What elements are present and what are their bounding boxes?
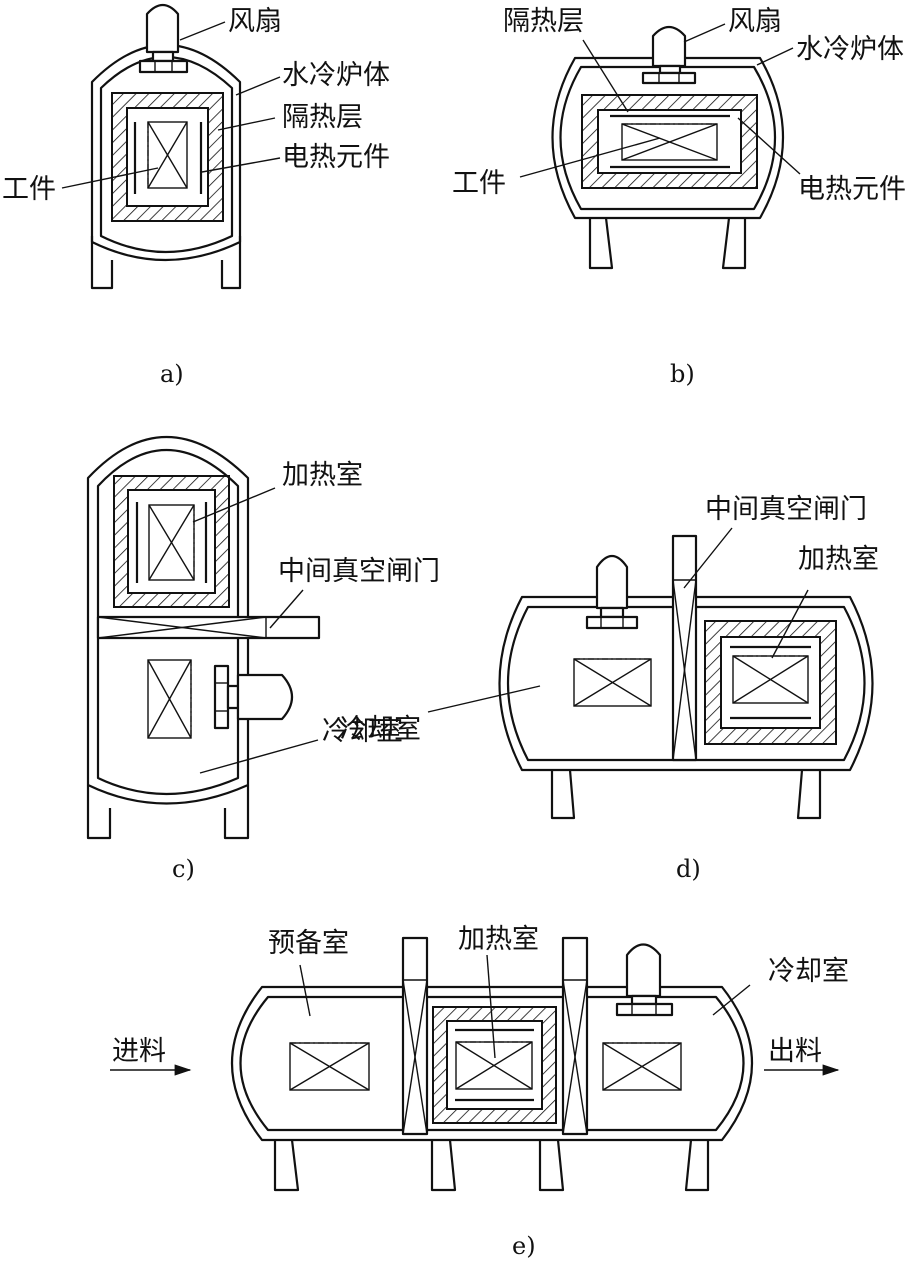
fan-icon xyxy=(213,664,294,730)
feed-in-label: 进料 xyxy=(112,1036,166,1067)
workpiece-icon xyxy=(602,1042,682,1091)
figure-c: 加热室 中间真空闸门 冷却室 c) xyxy=(86,436,440,883)
furnace-body-outer xyxy=(551,56,785,220)
fan-icon xyxy=(615,943,674,1017)
figure-d: 中间真空闸门 加热室 冷却室 d) xyxy=(340,494,879,883)
furnace-leg-right xyxy=(796,769,822,820)
furnace-leg-right xyxy=(721,217,747,270)
caption-e: e) xyxy=(512,1232,536,1260)
furnace-body-inner xyxy=(239,995,745,1132)
furnace-leg-left xyxy=(550,769,576,820)
workpiece-label: 工件 xyxy=(452,168,506,199)
heating-chamber-insulation xyxy=(432,1006,557,1124)
body-label: 水冷炉体 xyxy=(796,34,904,65)
prep-chamber-label: 预备室 xyxy=(268,928,349,959)
caption-c: c) xyxy=(172,855,195,883)
furnace-body-inner xyxy=(96,448,240,796)
heating-chamber-insulation xyxy=(704,620,837,745)
heating-chamber-label: 加热室 xyxy=(282,460,363,491)
workpiece-icon xyxy=(289,1042,370,1091)
workpiece-icon xyxy=(147,121,188,189)
furnace-body-inner xyxy=(99,56,234,254)
cooling-chamber-label: 冷却室 xyxy=(340,714,421,745)
workpiece-label: 工件 xyxy=(2,174,56,205)
vacuum-gate xyxy=(96,615,321,640)
insulation-label: 隔热层 xyxy=(503,6,584,37)
furnace-body-outer xyxy=(230,985,754,1142)
vacuum-gate-left xyxy=(401,936,429,1136)
figure-a: 风扇 水冷炉体 隔热层 电热元件 工件 a) xyxy=(2,3,390,388)
furnace-leg-right xyxy=(220,236,242,290)
fan-icon xyxy=(641,25,697,85)
furnace-body-outer xyxy=(498,595,874,772)
furnace-leg-left xyxy=(588,217,614,270)
body-label: 水冷炉体 xyxy=(282,60,390,91)
heating-chamber-label: 加热室 xyxy=(458,924,539,955)
caption-b: b) xyxy=(670,360,695,388)
cooling-chamber-label: 冷却室 xyxy=(768,956,849,987)
feed-out-label: 出料 xyxy=(768,1036,822,1067)
cooling-chamber-label: 冷却室 xyxy=(322,716,403,747)
vacuum-gate-label: 中间真空闸门 xyxy=(278,556,440,587)
heater-label: 电热元件 xyxy=(798,174,906,205)
insulation-layer xyxy=(581,94,758,189)
furnace-body-outer xyxy=(86,436,250,805)
furnace-body-outer xyxy=(90,43,242,261)
vacuum-gate-right xyxy=(561,936,589,1136)
insulation-layer xyxy=(111,92,224,222)
vacuum-gate-label: 中间真空闸门 xyxy=(705,494,867,525)
furnace-body-inner xyxy=(559,65,776,211)
furnace-leg-4 xyxy=(684,1139,710,1192)
heating-chamber-label: 加热室 xyxy=(798,544,879,575)
workpiece-icon xyxy=(573,658,652,707)
fan-icon xyxy=(138,3,189,74)
workpiece-icon xyxy=(148,504,195,581)
vacuum-gate xyxy=(671,534,698,762)
workpiece-icon xyxy=(732,655,809,704)
caption-d: d) xyxy=(676,855,701,883)
furnace-leg-1 xyxy=(273,1139,300,1192)
fan-label: 风扇 xyxy=(228,6,282,37)
insulation-label: 隔热层 xyxy=(282,102,363,133)
furnace-leg-right xyxy=(223,785,250,840)
workpiece-icon xyxy=(147,659,192,739)
figure-b: 隔热层 风扇 水冷炉体 工件 电热元件 b) xyxy=(452,6,906,388)
furnace-leg-left xyxy=(90,236,114,290)
heater-label: 电热元件 xyxy=(282,142,390,173)
fan-label: 风扇 xyxy=(728,6,782,37)
heating-chamber-insulation xyxy=(113,475,230,608)
fan-icon xyxy=(585,554,639,630)
furnace-body-inner xyxy=(507,605,866,762)
workpiece-icon xyxy=(621,123,718,161)
figure-e: 预备室 加热室 冷却室 进料 出料 e) xyxy=(110,924,849,1260)
furnace-leg-3 xyxy=(538,1139,565,1192)
furnace-leg-2 xyxy=(430,1139,457,1192)
furnace-leg-left xyxy=(86,785,112,840)
caption-a: a) xyxy=(160,360,184,388)
